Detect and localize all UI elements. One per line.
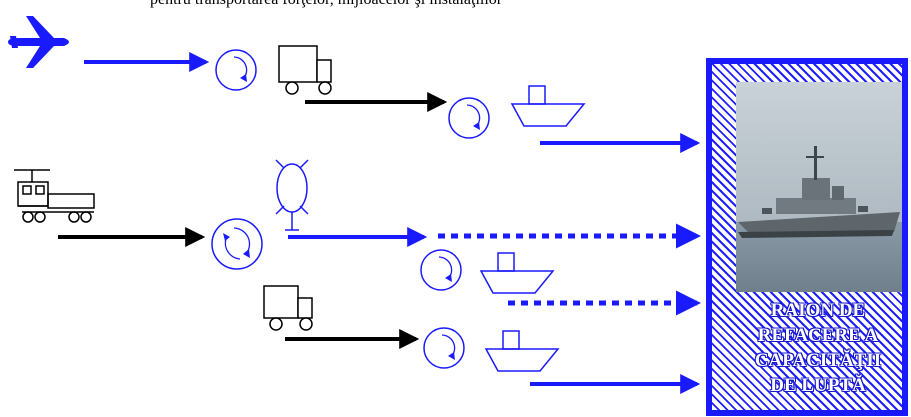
zone-label-line: CAPACITĂŢII	[754, 350, 882, 371]
transfer-node-icon	[423, 327, 465, 369]
ship-icon	[479, 252, 555, 294]
transfer-node-icon	[420, 249, 462, 291]
double-transfer-node-icon	[211, 218, 263, 270]
ship-icon	[484, 330, 560, 372]
transfer-node-icon	[215, 49, 257, 91]
zone-label-line: REFACERE A	[757, 325, 879, 346]
zone-label: RAION DE REFACERE A CAPACITĂŢII DE LUPTĂ	[728, 298, 908, 398]
truck-icon	[263, 285, 313, 331]
truck-icon	[278, 45, 332, 95]
train-icon	[14, 169, 95, 223]
airplane-icon	[8, 16, 69, 68]
zone-label-line: DE LUPTĂ	[770, 375, 866, 396]
transfer-node-icon	[448, 97, 490, 139]
restoration-zone-panel: RAION DE REFACERE A CAPACITĂŢII DE LUPTĂ	[706, 58, 908, 416]
top-caption: pentru transportarea forţelor, mijloacel…	[150, 0, 770, 13]
warship-photo	[736, 82, 902, 292]
zone-label-line: RAION DE	[770, 300, 866, 321]
ship-icon	[510, 85, 586, 127]
radar-icon	[275, 159, 309, 231]
